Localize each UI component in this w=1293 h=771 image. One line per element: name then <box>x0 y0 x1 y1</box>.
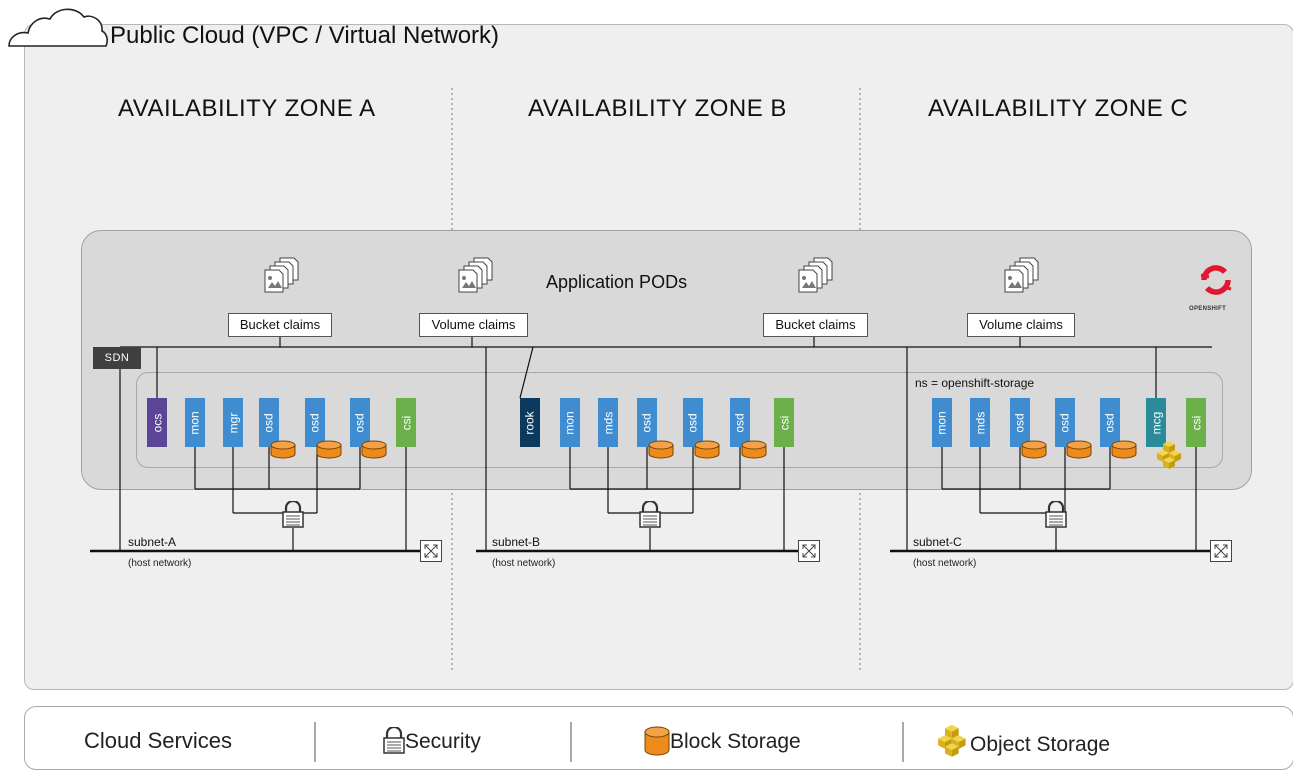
pod-osd: osd <box>1100 398 1120 447</box>
volume-claims-b: Volume claims <box>419 313 528 337</box>
pod-mon: mon <box>932 398 952 447</box>
legend-divider <box>902 722 904 762</box>
block-storage-icon <box>1111 440 1137 459</box>
pod-mgr: mgr <box>223 398 243 447</box>
block-storage-icon <box>1066 440 1092 459</box>
cloud-title: Public Cloud (VPC / Virtual Network) <box>110 22 500 49</box>
pod-osd: osd <box>683 398 703 447</box>
pod-mon: mon <box>560 398 580 447</box>
subnet-a-label: subnet-A <box>128 535 177 549</box>
block-storage-icon <box>694 440 720 459</box>
legend-cloud-services: Cloud Services <box>84 728 232 753</box>
application-pods-label: Application PODs <box>546 272 688 292</box>
document-stack-icon <box>458 257 493 293</box>
pod-osd: osd <box>730 398 750 447</box>
bucket-claims-a: Bucket claims <box>228 313 332 337</box>
namespace-label: ns = openshift-storage <box>915 376 1035 390</box>
block-storage-icon <box>270 440 296 459</box>
network-switch-icon <box>420 540 442 562</box>
pod-osd: osd <box>1055 398 1075 447</box>
block-storage-icon <box>644 726 670 756</box>
pod-rook: rook <box>520 398 540 447</box>
pod-csi: csi <box>774 398 794 447</box>
pod-csi: csi <box>1186 398 1206 447</box>
block-storage-icon <box>1021 440 1047 459</box>
zone-title-c: AVAILABILITY ZONE C <box>928 95 1189 122</box>
zone-title-a: AVAILABILITY ZONE A <box>118 95 376 122</box>
sdn-label: SDN <box>93 347 141 369</box>
pod-csi: csi <box>396 398 416 447</box>
openshift-logo-icon <box>1200 265 1232 295</box>
lock-icon <box>382 727 406 755</box>
pod-osd: osd <box>305 398 325 447</box>
block-storage-icon <box>316 440 342 459</box>
pod-osd: osd <box>1010 398 1030 447</box>
subnet-b-label: subnet-B <box>492 535 541 549</box>
pod-ocs: ocs <box>147 398 167 447</box>
volume-claims-c: Volume claims <box>967 313 1075 337</box>
openshift-logo-text: OPENSHIFT <box>1189 306 1227 312</box>
subnet-c-label: subnet-C <box>913 535 962 549</box>
lock-icon <box>638 501 662 529</box>
cloud-icon <box>8 8 109 47</box>
legend-divider <box>570 722 572 762</box>
lock-icon <box>281 501 305 529</box>
object-storage-icon <box>1157 441 1181 469</box>
pod-osd: osd <box>350 398 370 447</box>
legend-block-storage: Block Storage <box>670 730 801 753</box>
pod-mds: mds <box>970 398 990 447</box>
zone-title-b: AVAILABILITY ZONE B <box>528 95 787 122</box>
network-switch-icon <box>798 540 820 562</box>
openshift-storage-namespace-box <box>136 372 1223 468</box>
document-stack-icon <box>264 257 299 293</box>
legend-security: Security <box>405 730 481 753</box>
block-storage-icon <box>741 440 767 459</box>
bucket-claims-b: Bucket claims <box>763 313 868 337</box>
host-network-label: (host network) <box>492 558 556 569</box>
document-stack-icon <box>798 257 833 293</box>
host-network-label: (host network) <box>913 558 977 569</box>
legend-divider <box>314 722 316 762</box>
block-storage-icon <box>648 440 674 459</box>
document-stack-icon <box>1004 257 1039 293</box>
legend-object-storage: Object Storage <box>970 733 1111 756</box>
pod-mcg: mcg <box>1146 398 1166 447</box>
pod-osd: osd <box>637 398 657 447</box>
lock-icon <box>1044 501 1068 529</box>
pod-mds: mds <box>598 398 618 447</box>
network-switch-icon <box>1210 540 1232 562</box>
host-network-label: (host network) <box>128 558 192 569</box>
block-storage-icon <box>361 440 387 459</box>
pod-osd: osd <box>259 398 279 447</box>
object-storage-icon <box>938 724 966 757</box>
pod-mon: mon <box>185 398 205 447</box>
